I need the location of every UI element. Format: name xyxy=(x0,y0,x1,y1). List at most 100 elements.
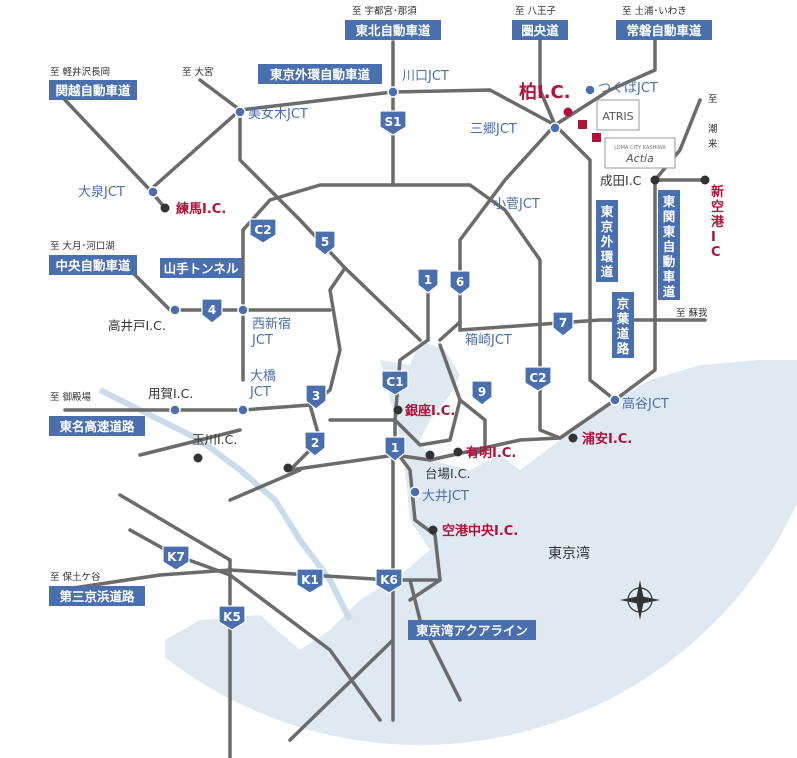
svg-text:至 蘇我: 至 蘇我 xyxy=(676,307,708,319)
svg-text:至 保土ケ谷: 至 保土ケ谷 xyxy=(50,571,101,583)
actia-logo: LOMA CITY KASHIWA Actia xyxy=(604,137,676,169)
svg-text:LOMA CITY KASHIWA: LOMA CITY KASHIWA xyxy=(614,145,666,151)
shield-r5: 5 xyxy=(314,230,336,256)
property-markers xyxy=(578,120,601,142)
ic-nodes xyxy=(160,107,710,535)
svg-text:浦安I.C.: 浦安I.C. xyxy=(582,431,632,447)
svg-text:S1: S1 xyxy=(385,115,402,129)
shield-s1: S1 xyxy=(379,110,407,136)
svg-text:3: 3 xyxy=(312,389,320,403)
svg-text:台場I.C.: 台場I.C. xyxy=(425,466,470,481)
shield-c2_east: C2 xyxy=(524,366,552,392)
svg-text:東名高速道路: 東名高速道路 xyxy=(59,419,135,434)
svg-text:ATRIS: ATRIS xyxy=(602,110,633,123)
shield-c2_west: C2 xyxy=(249,218,277,244)
svg-text:小菅JCT: 小菅JCT xyxy=(493,197,540,212)
svg-text:用賀I.C.: 用賀I.C. xyxy=(148,386,193,401)
shield-c1: C1 xyxy=(381,370,409,396)
svg-text:6: 6 xyxy=(456,275,464,289)
svg-text:1: 1 xyxy=(391,441,399,455)
svg-text:至 潮来: 至 潮来 xyxy=(708,94,718,150)
shield-k1: K1 xyxy=(296,568,324,594)
shield-r4: 4 xyxy=(201,298,223,324)
label-aqualine: 東京湾アクアライン xyxy=(408,620,536,640)
svg-text:第三京浜道路: 第三京浜道路 xyxy=(59,589,135,604)
svg-text:1: 1 xyxy=(424,273,432,287)
label-gaikan: 東京外環自動車道 xyxy=(258,64,382,84)
atris-logo: ATRIS xyxy=(596,99,640,131)
svg-text:東京外環自動車道: 東京外環自動車道 xyxy=(270,67,371,82)
shield-r6: 6 xyxy=(449,270,471,296)
svg-text:大井JCT: 大井JCT xyxy=(422,489,469,504)
svg-text:至 御殿場: 至 御殿場 xyxy=(50,391,92,403)
svg-text:箱崎JCT: 箱崎JCT xyxy=(465,332,512,348)
svg-text:東北自動車道: 東北自動車道 xyxy=(355,23,431,38)
svg-text:K6: K6 xyxy=(380,573,398,587)
svg-text:至 大宮: 至 大宮 xyxy=(182,66,214,78)
svg-text:関越自動車道: 関越自動車道 xyxy=(55,83,131,98)
shield-k6: K6 xyxy=(375,568,403,594)
label-daisan-keihin: 第三京浜道路 xyxy=(49,586,145,606)
tokyo-bay-label: 東京湾 xyxy=(548,545,590,562)
shield-r1_north: 1 xyxy=(417,268,439,294)
shield-r3: 3 xyxy=(305,384,327,410)
expressway-labels: 東北自動車道 圏央道 常磐自動車道 東京外環自動車道 関越自動車道 中央自動車道… xyxy=(49,20,712,640)
svg-text:C1: C1 xyxy=(386,375,403,389)
svg-text:成田I.C: 成田I.C xyxy=(600,173,642,188)
svg-text:玉川I.C.: 玉川I.C. xyxy=(192,432,237,447)
junction-nodes xyxy=(147,84,621,498)
svg-text:常磐自動車道: 常磐自動車道 xyxy=(626,23,702,38)
svg-text:高井戸I.C.: 高井戸I.C. xyxy=(108,318,166,333)
svg-text:東関東自動車道: 東関東自動車道 xyxy=(663,194,676,299)
sea xyxy=(98,340,797,745)
svg-text:練馬I.C.: 練馬I.C. xyxy=(176,201,226,217)
svg-text:2: 2 xyxy=(311,436,319,450)
svg-text:中央自動車道: 中央自動車道 xyxy=(55,258,131,273)
svg-text:大泉JCT: 大泉JCT xyxy=(78,184,125,200)
svg-text:美女木JCT: 美女木JCT xyxy=(248,106,308,122)
label-tomei: 東名高速道路 xyxy=(49,416,145,436)
svg-text:4: 4 xyxy=(208,303,216,317)
svg-text:高谷JCT: 高谷JCT xyxy=(622,396,669,412)
svg-text:至 軽井沢長岡: 至 軽井沢長岡 xyxy=(50,66,110,78)
svg-text:至 八王子: 至 八王子 xyxy=(515,6,557,17)
svg-text:C2: C2 xyxy=(254,223,271,237)
svg-text:圏央道: 圏央道 xyxy=(521,23,559,38)
svg-text:7: 7 xyxy=(559,316,567,330)
svg-text:つくばJCT: つくばJCT xyxy=(598,81,658,96)
label-yamate-tunnel: 山手トンネル xyxy=(160,258,242,278)
shield-k5: K5 xyxy=(218,605,246,631)
svg-text:東京外環道: 東京外環道 xyxy=(600,204,614,279)
svg-text:至 大月･河口湖: 至 大月･河口湖 xyxy=(50,240,115,252)
svg-text:銀座I.C.: 銀座I.C. xyxy=(405,403,455,419)
svg-text:K1: K1 xyxy=(301,573,319,587)
label-joban: 常磐自動車道 xyxy=(616,20,712,40)
svg-text:K5: K5 xyxy=(223,610,241,624)
svg-text:Actia: Actia xyxy=(625,152,654,165)
svg-text:三郷JCT: 三郷JCT xyxy=(470,122,517,137)
svg-text:5: 5 xyxy=(321,235,329,249)
shield-r7: 7 xyxy=(552,311,574,337)
svg-text:C2: C2 xyxy=(529,371,546,385)
label-higashikanto-v: 東関東自動車道 xyxy=(658,190,680,300)
shield-r9: 9 xyxy=(471,380,493,406)
label-tohoku: 東北自動車道 xyxy=(345,20,441,40)
label-kenodo: 圏央道 xyxy=(512,20,568,40)
shield-k7: K7 xyxy=(162,545,190,571)
shield-r1_south: 1 xyxy=(384,436,406,462)
label-chuo: 中央自動車道 xyxy=(49,255,137,275)
svg-text:有明I.C.: 有明I.C. xyxy=(466,445,516,461)
compass-icon xyxy=(620,580,660,620)
label-keiyo-v: 京葉道路 xyxy=(612,292,634,358)
destination-labels: 至 宇都宮･那須 至 八王子 至 土浦･いわき 至 軽井沢長岡 至 大宮 至 大… xyxy=(50,5,718,583)
shield-r2: 2 xyxy=(304,431,326,457)
label-kanetsu: 関越自動車道 xyxy=(49,80,137,100)
svg-text:至 土浦･いわき: 至 土浦･いわき xyxy=(622,5,687,17)
svg-text:柏I.C.: 柏I.C. xyxy=(519,81,571,103)
